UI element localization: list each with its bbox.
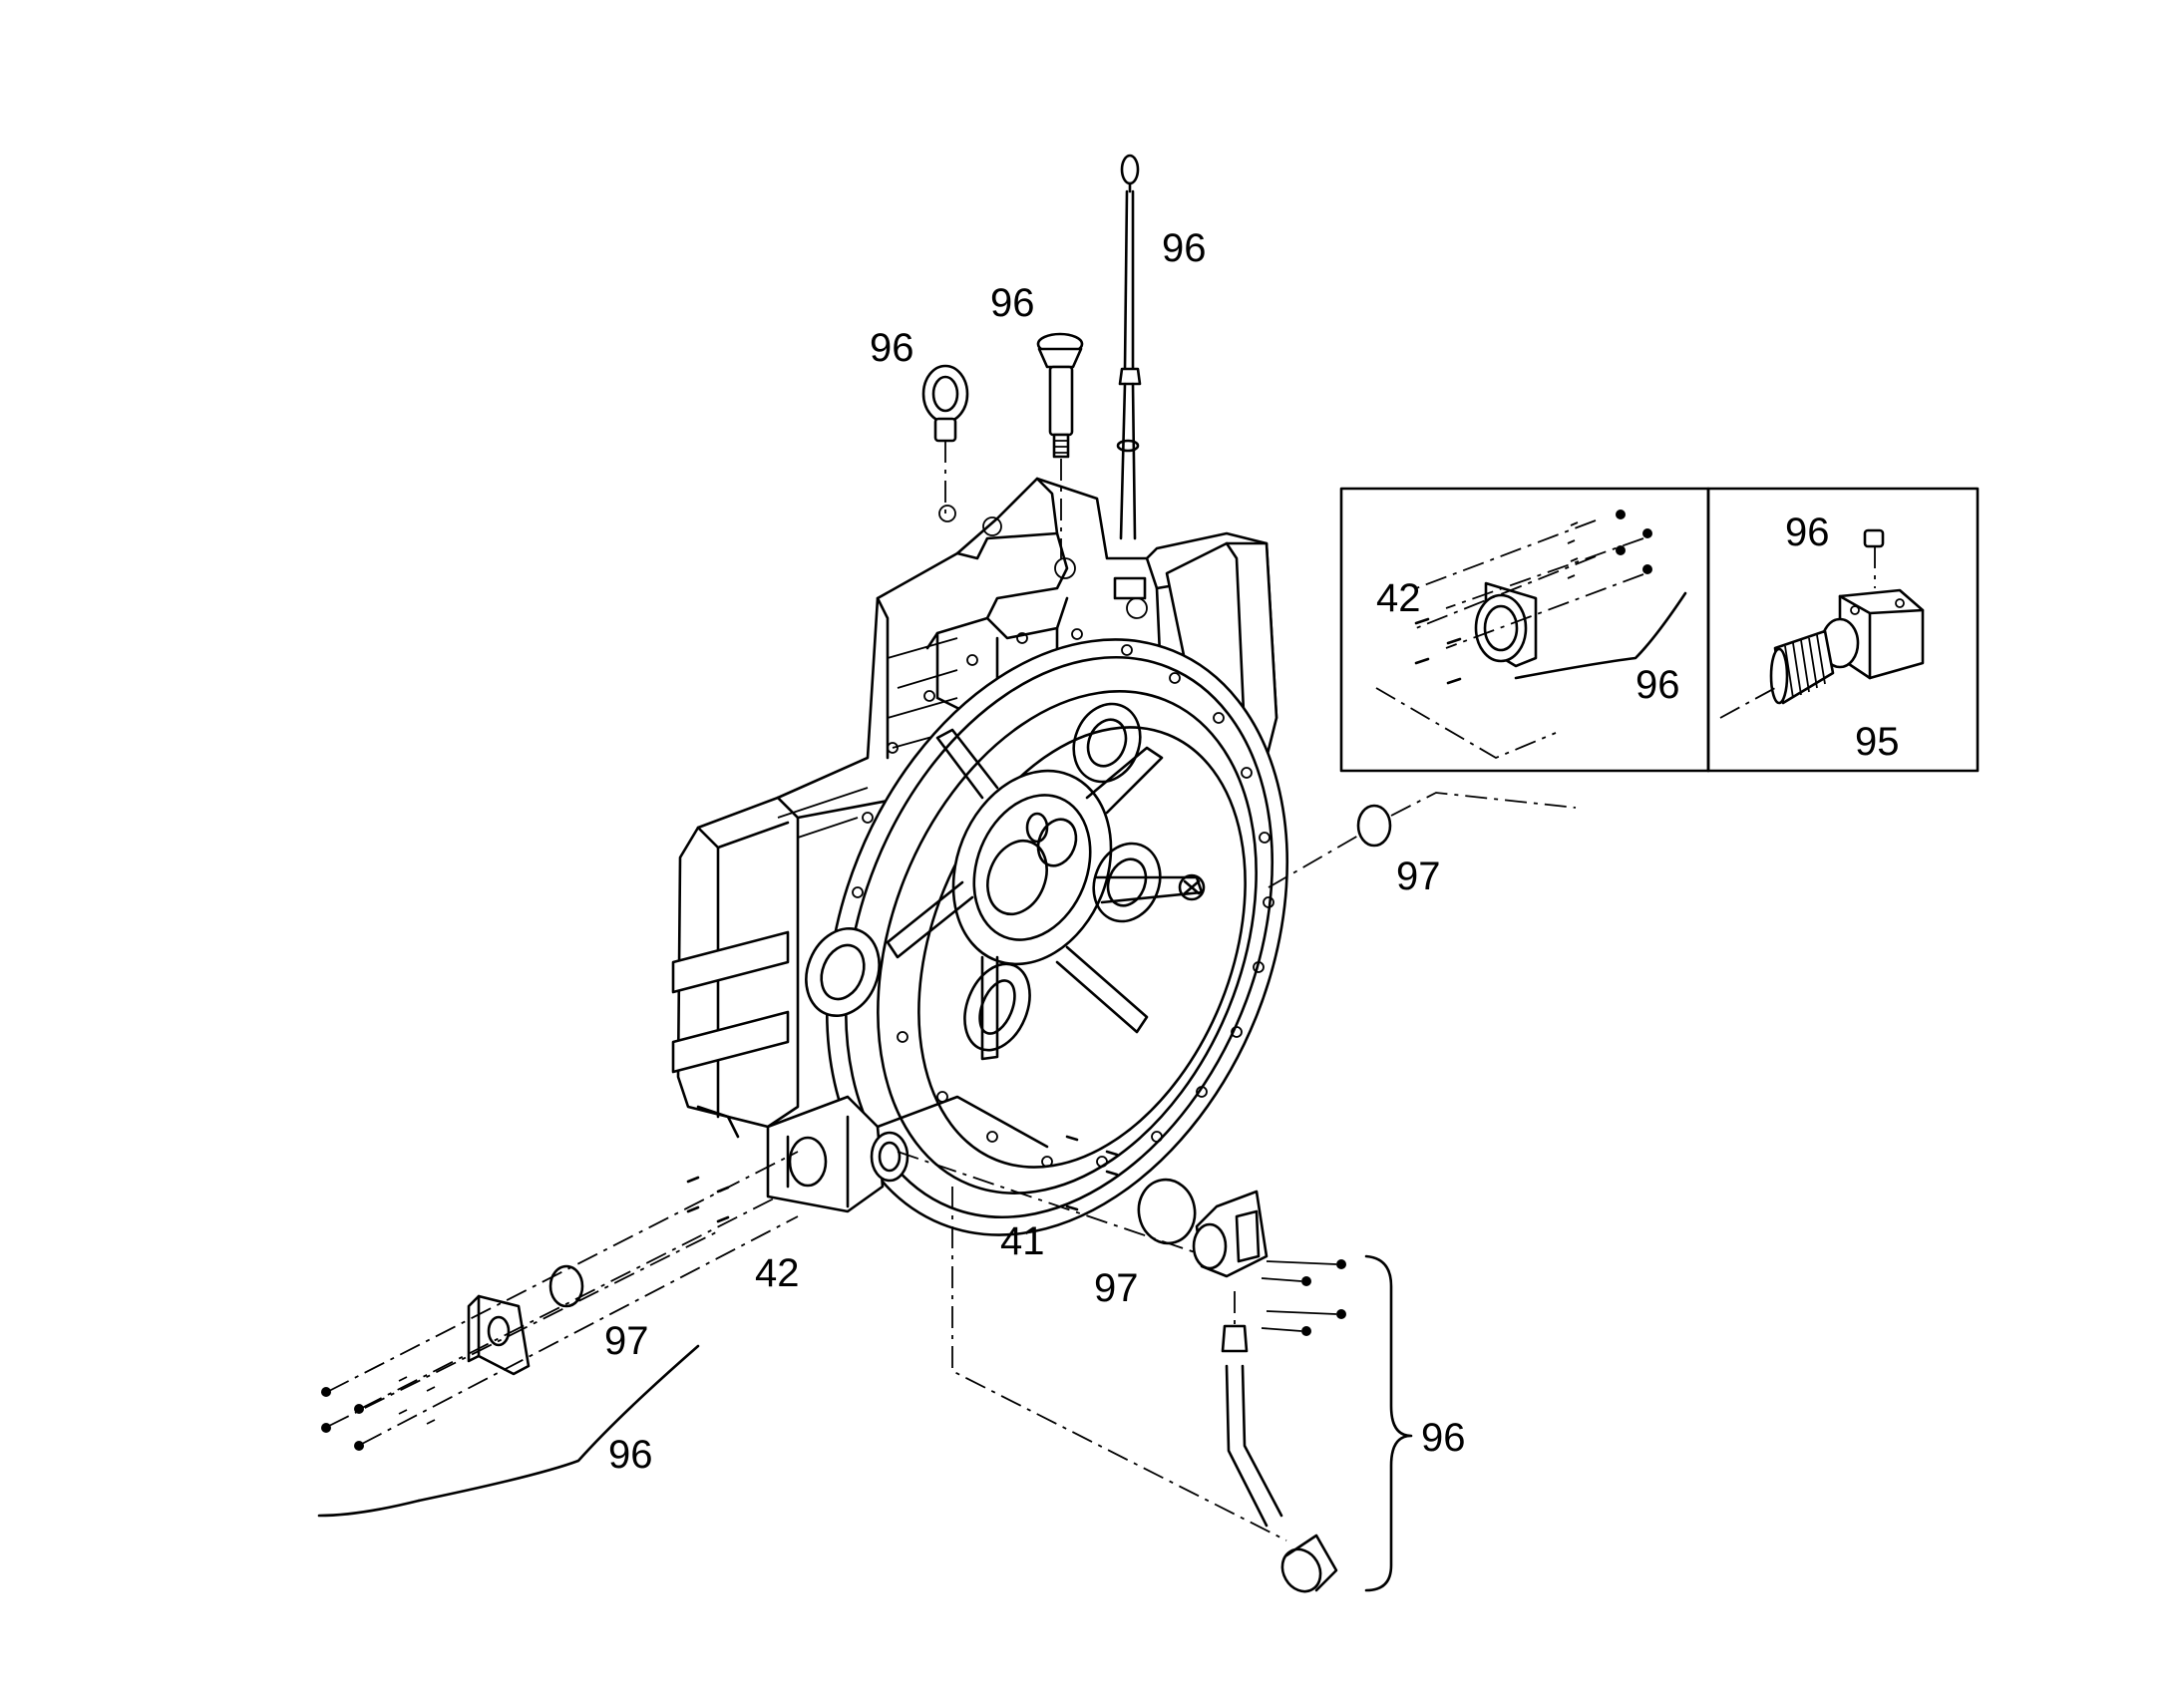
callout-inset-96-plug: 96 (1785, 511, 1830, 554)
transmission-housing (671, 477, 1289, 1236)
callout-center-port: 41 (1000, 1219, 1045, 1263)
dipstick-part (1113, 154, 1147, 600)
left-cover-assembly (317, 1151, 799, 1518)
callout-lifting-eye: 96 (870, 326, 914, 370)
callout-ring-center: 97 (1094, 1266, 1139, 1310)
detail-inset-right: 96 95 (1706, 487, 1980, 773)
callout-inset-95: 95 (1855, 720, 1900, 764)
snap-ring-right (1268, 792, 1577, 888)
callout-ring-left: 97 (604, 1319, 649, 1363)
callout-ring-right: 97 (1396, 854, 1441, 898)
center-port-assembly (897, 1135, 1413, 1593)
callout-inset-42: 42 (1376, 576, 1421, 620)
callout-dipstick: 96 (1162, 226, 1207, 270)
lifting-eye-part (921, 364, 969, 518)
callout-left-port: 42 (755, 1251, 800, 1295)
breather-part (1036, 332, 1084, 558)
detail-inset-left: 42 96 (1339, 487, 1710, 773)
callout-breather: 96 (990, 281, 1035, 325)
callout-inset-96-kit: 96 (1635, 663, 1680, 707)
callout-right-kit: 96 (1421, 1416, 1466, 1460)
callout-left-kit: 96 (608, 1433, 653, 1477)
callout-labels: 96 96 96 97 97 97 42 41 96 96 (604, 226, 1466, 1477)
